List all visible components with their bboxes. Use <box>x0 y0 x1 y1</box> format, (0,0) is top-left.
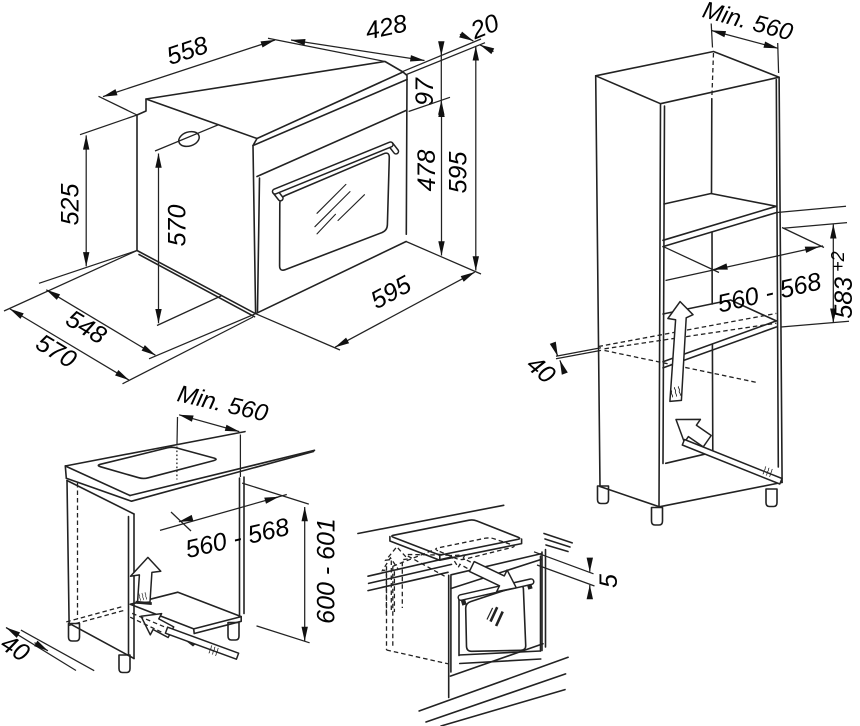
svg-text:5: 5 <box>595 574 623 588</box>
svg-text:478: 478 <box>413 150 441 192</box>
svg-text:570: 570 <box>164 205 192 247</box>
svg-text:583 +2: 583 +2 <box>828 251 858 318</box>
svg-text:525: 525 <box>57 184 85 226</box>
svg-text:595: 595 <box>445 152 473 194</box>
svg-text:97: 97 <box>411 77 439 106</box>
svg-text:600 - 601: 600 - 601 <box>313 518 341 624</box>
